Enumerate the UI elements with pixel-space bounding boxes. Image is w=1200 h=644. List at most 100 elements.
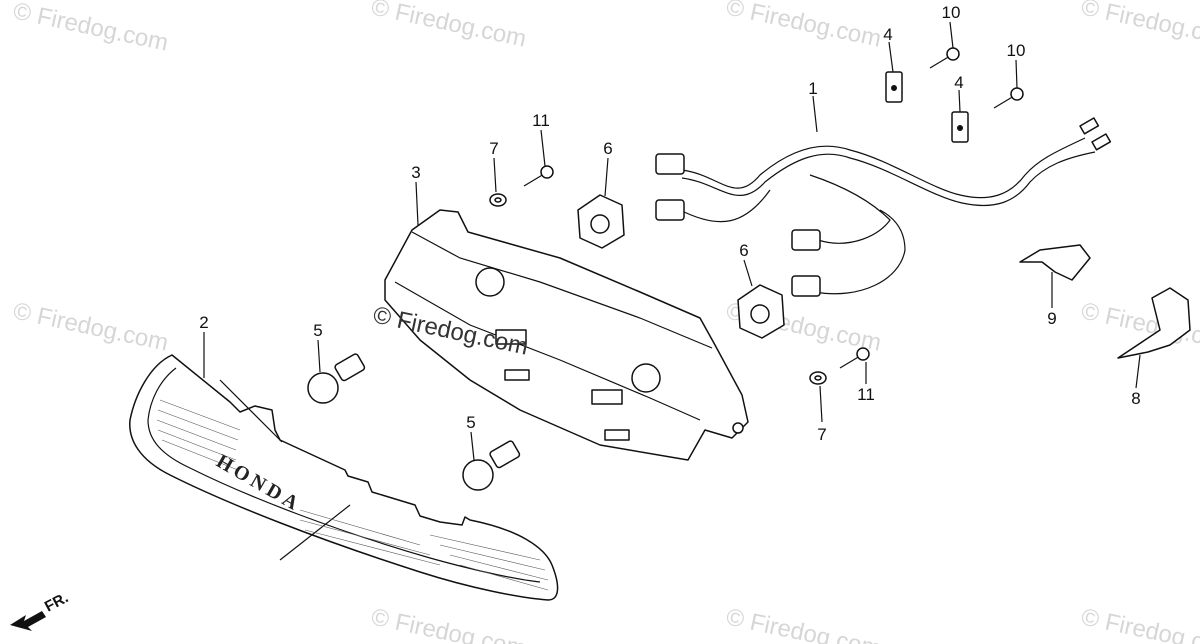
harness-main-run: [681, 151, 1096, 207]
harness-connector: [655, 153, 685, 175]
cable-band-outline: [1019, 244, 1091, 281]
harness-terminal: [1091, 133, 1112, 151]
housing-top-ridge: [411, 231, 713, 349]
callout-7: 7: [817, 425, 826, 444]
housing-socket-hole: [631, 363, 661, 393]
screw-head: [1010, 87, 1024, 101]
harness-branch: [679, 189, 771, 223]
callout-3: 3: [411, 163, 420, 182]
leader-line: [415, 181, 419, 226]
front-direction-indicator: FR.: [10, 589, 71, 631]
housing-tab: [591, 389, 623, 405]
housing-lower-ridge: [394, 281, 701, 421]
callout-6: 6: [739, 241, 748, 260]
screw-head: [946, 47, 960, 61]
bulb-glass: [307, 372, 339, 404]
callout-5: 5: [466, 413, 475, 432]
wire-harness-part: [655, 117, 1112, 297]
screw-part: [523, 165, 554, 187]
harness-terminal: [1079, 117, 1100, 135]
leader-line: [743, 259, 753, 287]
lens-texture: [156, 399, 549, 591]
leader-line: [958, 89, 961, 113]
callout-10: 10: [1007, 41, 1026, 60]
leader-line: [604, 157, 609, 197]
harness-main-run: [681, 137, 1086, 199]
callout-8: 8: [1131, 389, 1140, 408]
bulb-part: [462, 440, 521, 491]
harness-connector: [791, 275, 821, 297]
cable-clip-outline: [1117, 287, 1191, 359]
screw-part: [993, 87, 1024, 109]
callout-9: 9: [1047, 309, 1056, 328]
washer-hole: [814, 375, 822, 381]
watermark-text: © Firedog.com: [724, 0, 884, 53]
callout-4: 4: [883, 25, 892, 44]
watermark-text: © Firedog.com: [1079, 603, 1200, 644]
washer-part: [489, 193, 507, 207]
watermark-text: © Firedog.com: [1079, 0, 1200, 53]
callout-11: 11: [532, 111, 550, 130]
callout-layer: 1 2 3 4 4 5 5 6 6 7 7 8 9 10 10 11 11: [199, 3, 1140, 444]
leader-line: [470, 431, 475, 461]
screw-head: [540, 165, 554, 179]
socket-bore: [590, 214, 610, 234]
washer-hole: [494, 197, 502, 203]
bulb-glass: [462, 459, 494, 491]
lens-outline: [129, 354, 559, 601]
screw-shank: [993, 95, 1015, 109]
screw-shank: [523, 173, 545, 187]
socket-part: [737, 284, 785, 339]
housing-mount-hole: [732, 422, 744, 434]
cable-band-part: [1019, 244, 1091, 281]
watermark-text: © Firedog.com: [11, 0, 171, 57]
callout-1: 1: [808, 79, 817, 98]
housing-socket-hole: [475, 267, 505, 297]
callout-11: 11: [857, 385, 875, 404]
socket-part: [577, 194, 625, 249]
clip-hole: [891, 85, 897, 91]
housing-tab: [495, 329, 527, 345]
watermark-text: © Firedog.com: [369, 0, 529, 53]
housing-outline: [384, 209, 749, 461]
cable-clip-part: [1117, 287, 1191, 359]
leader-line: [540, 129, 546, 167]
socket-bore: [750, 304, 770, 324]
callout-7: 7: [489, 139, 498, 158]
callout-6: 6: [603, 139, 612, 158]
housing-part: [384, 209, 749, 461]
bulb-part: [307, 353, 366, 404]
callout-10: 10: [942, 3, 961, 22]
watermark-text: © Firedog.com: [369, 603, 529, 644]
washer-part: [809, 371, 827, 385]
front-arrow-icon: [10, 611, 46, 631]
front-direction-label: FR.: [42, 589, 71, 615]
leader-line: [1015, 59, 1018, 89]
leader-line: [819, 385, 823, 423]
leader-line: [317, 339, 321, 373]
clip-hole: [957, 125, 963, 131]
leader-line: [1135, 354, 1141, 389]
housing-tab: [504, 369, 530, 381]
screw-part: [839, 347, 870, 369]
bulb-base: [334, 353, 366, 382]
callout-5: 5: [313, 321, 322, 340]
harness-branch: [809, 174, 891, 244]
screw-part: [929, 47, 960, 69]
screw-shank: [839, 355, 861, 369]
lens-inner-edge: [147, 367, 541, 583]
lens-seam: [219, 379, 283, 443]
leader-line: [949, 21, 954, 49]
bulb-base: [489, 440, 521, 469]
callout-2: 2: [199, 313, 208, 332]
watermark-text: © Firedog.com: [11, 297, 171, 356]
harness-branch: [814, 209, 906, 295]
clip-part: [951, 111, 969, 143]
housing-tab: [604, 429, 630, 441]
harness-connector: [655, 199, 685, 221]
leader-line: [493, 157, 497, 193]
callout-4: 4: [954, 73, 963, 92]
leader-lines: [203, 21, 1141, 461]
